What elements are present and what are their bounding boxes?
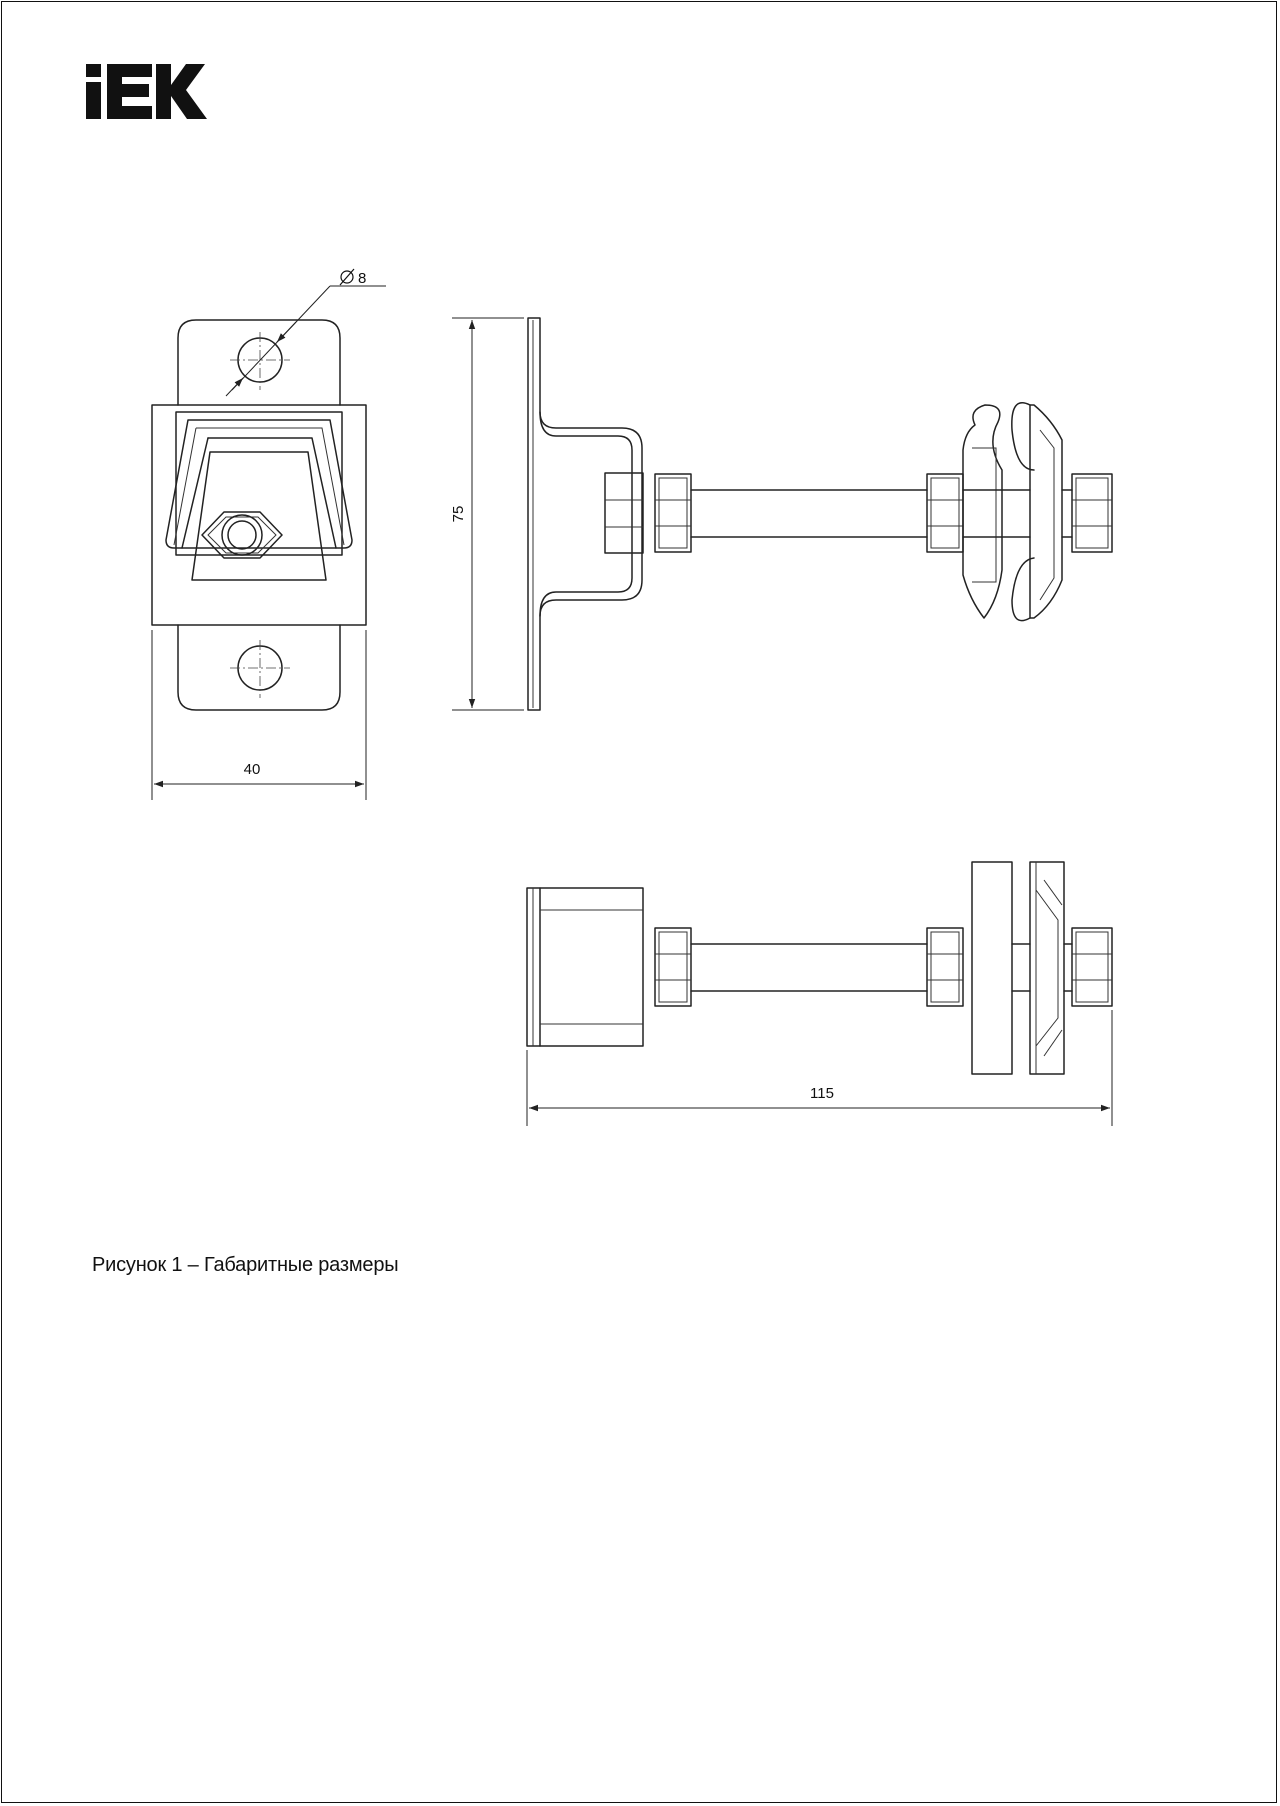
width-value: 40: [244, 761, 261, 778]
figure-caption: Рисунок 1 – Габаритные размеры: [92, 1254, 399, 1276]
height-dimension: 75: [450, 317, 524, 711]
side-view: [527, 317, 1113, 711]
diameter-dimension: 8: [225, 268, 386, 397]
iek-logo: [86, 64, 207, 119]
diameter-symbol: [339, 268, 355, 286]
height-value: 75: [450, 506, 467, 523]
length-value: 115: [810, 1085, 834, 1102]
hole-diameter-value: 8: [358, 270, 366, 287]
width-dimension: 40: [151, 630, 367, 800]
length-dimension: 115: [526, 1010, 1113, 1126]
front-view: [151, 319, 367, 711]
top-view: [526, 861, 1113, 1075]
